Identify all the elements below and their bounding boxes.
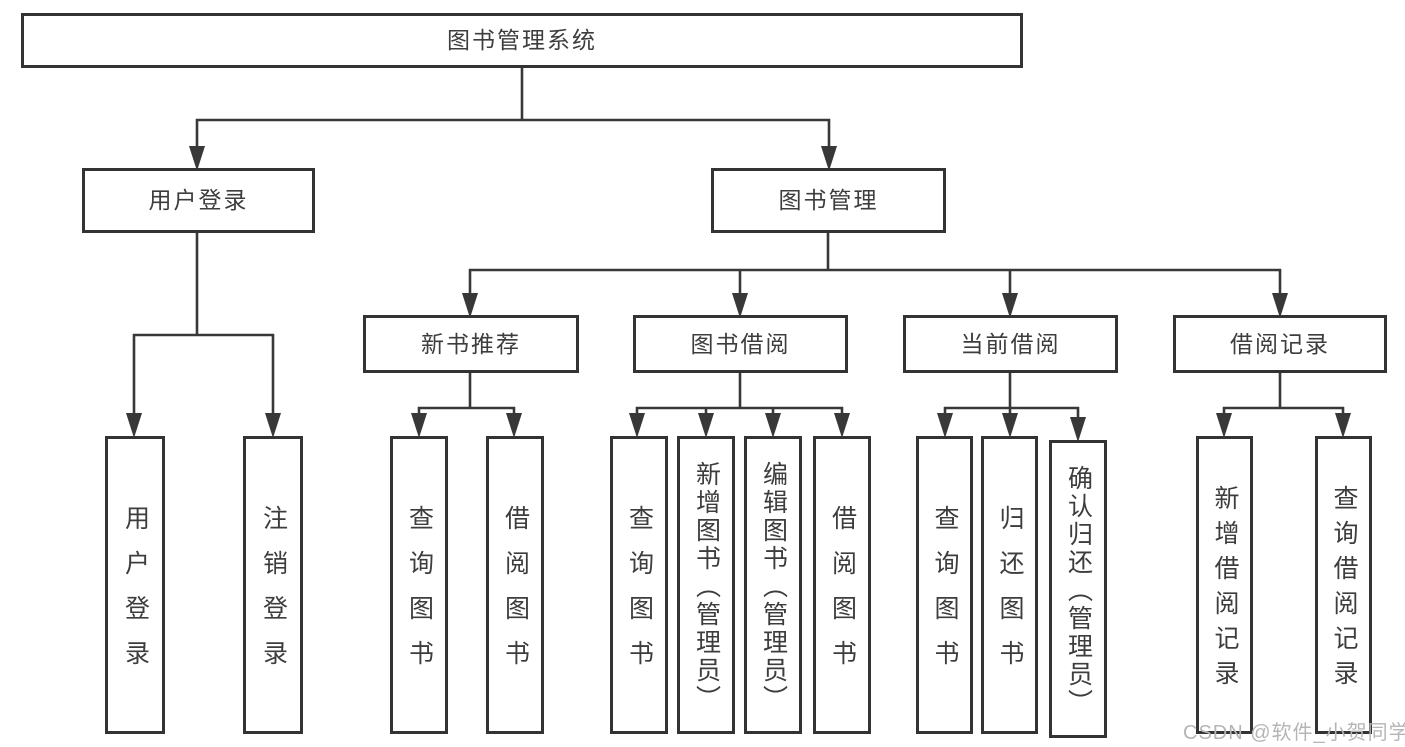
leaf-add-books-admin: 新增图书（管理员） bbox=[677, 436, 735, 734]
node-user-login: 用户登录 bbox=[82, 168, 315, 233]
leaf-edit-books-admin: 编辑图书（管理员） bbox=[744, 436, 802, 734]
leaf-confirm-return-admin: 确认归还（管理员） bbox=[1049, 440, 1107, 738]
leaf-query-books-2: 查询图书 bbox=[610, 436, 668, 734]
leaf-query-books: 查询图书 bbox=[390, 436, 448, 734]
leaf-borrow-books-2: 借阅图书 bbox=[813, 436, 871, 734]
leaf-query-books-3: 查询图书 bbox=[916, 436, 973, 734]
node-current-borrowing: 当前借阅 bbox=[903, 315, 1118, 373]
node-borrowing-records: 借阅记录 bbox=[1173, 315, 1387, 373]
csdn-watermark: CSDN @软件_小贺同学 bbox=[1183, 722, 1405, 744]
leaf-return-books: 归还图书 bbox=[981, 436, 1038, 734]
node-new-book-recommendation: 新书推荐 bbox=[363, 315, 579, 373]
leaf-user-login: 用户登录 bbox=[105, 436, 165, 734]
leaf-borrow-books: 借阅图书 bbox=[486, 436, 544, 734]
leaf-query-borrow-record: 查询借阅记录 bbox=[1315, 436, 1372, 734]
node-book-borrowing: 图书借阅 bbox=[633, 315, 848, 373]
node-book-management: 图书管理 bbox=[711, 168, 946, 233]
leaf-add-borrow-record: 新增借阅记录 bbox=[1196, 436, 1253, 734]
leaf-logout: 注销登录 bbox=[243, 436, 303, 734]
node-library-management-system: 图书管理系统 bbox=[21, 13, 1023, 68]
arrowhead-icons bbox=[126, 146, 1351, 442]
